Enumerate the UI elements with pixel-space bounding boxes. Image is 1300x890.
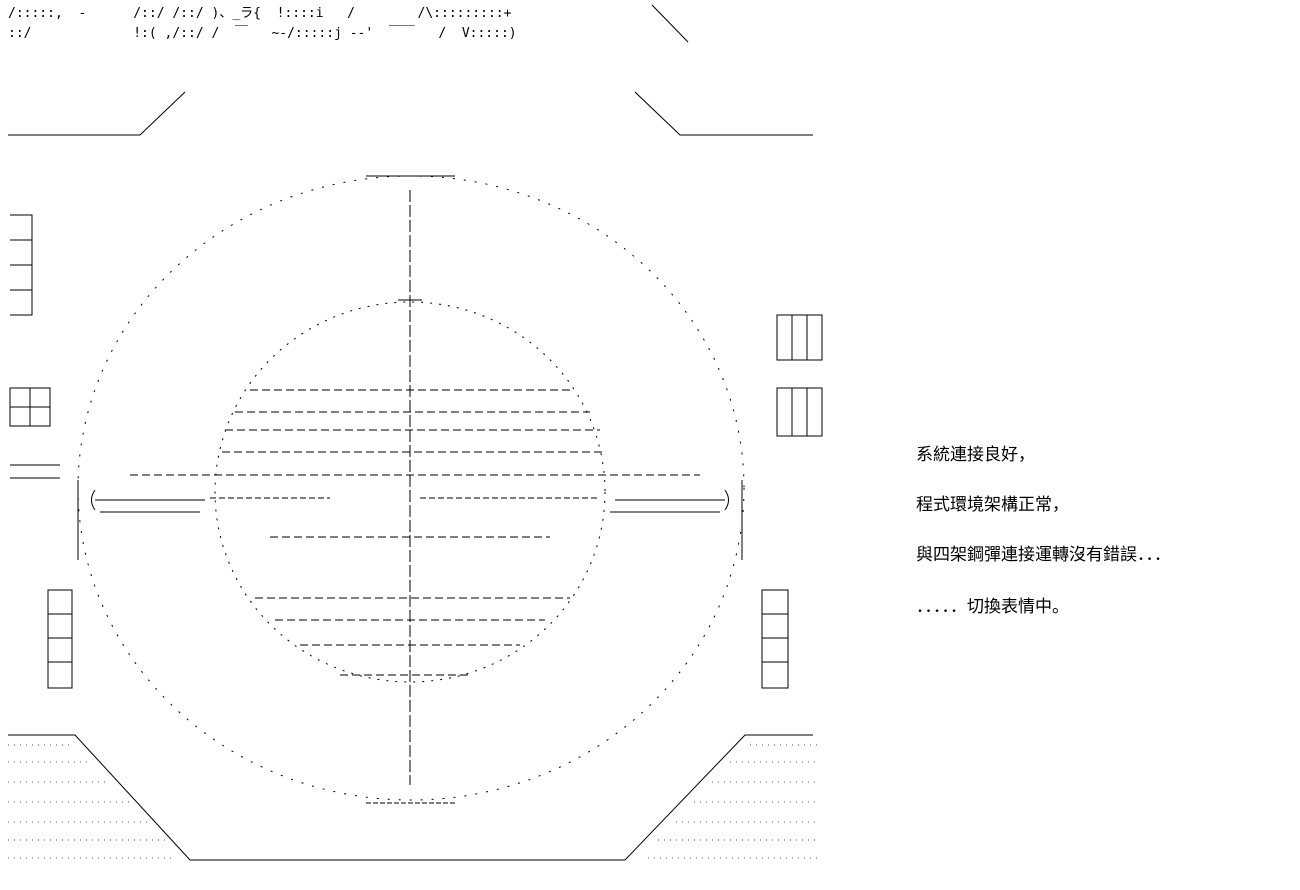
ascii-art-crosshair-display bbox=[8, 4, 823, 861]
frame-bottom bbox=[8, 734, 813, 861]
ring-bar bbox=[77, 480, 743, 560]
inner-ring bbox=[214, 301, 606, 683]
header-art-row-1: /:::::, - /::/ /::/ )、_ラ{ !::::i / /\:::… bbox=[8, 6, 512, 21]
message-line-4: ．．．．．切換表情中。 bbox=[916, 597, 1069, 617]
header-art-row-2: ::/ !:( ,/::/ / ￣ ~-/:::::j --' ￣￣ / V::… bbox=[8, 26, 517, 41]
frame-top-right bbox=[634, 91, 813, 136]
message-line-3: 與四架鋼彈連接運轉沒有錯誤．．． bbox=[916, 545, 1171, 565]
frame-top-left bbox=[8, 91, 186, 136]
right-gauges bbox=[761, 314, 823, 689]
left-gauges bbox=[9, 214, 73, 689]
dotted-panels bbox=[8, 744, 818, 859]
frame-top-right-corner bbox=[651, 4, 689, 43]
outer-ring bbox=[77, 175, 745, 801]
message-line-1: 系統連接良好， bbox=[916, 445, 1035, 465]
message-line-2: 程式環境架構正常， bbox=[916, 495, 1069, 515]
planet-bands bbox=[130, 389, 700, 676]
